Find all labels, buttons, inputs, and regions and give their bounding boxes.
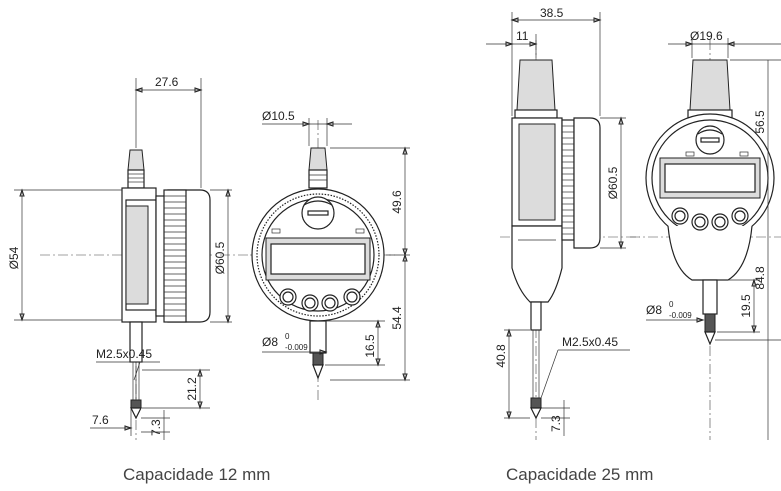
dim-84-8: 84.8 [753, 266, 767, 290]
dim-21-2: 21.2 [185, 377, 199, 401]
dim-11: 11 [516, 29, 529, 43]
side-view-25mm-dims: 38.5 11 Ø60.5 M2.5x0.45 40.8 7.3 [486, 6, 630, 436]
dim-54-4: 54.4 [390, 306, 404, 330]
bezel-knurl-25 [562, 125, 574, 235]
caption-25mm: Capacidade 25 mm [506, 465, 653, 484]
dim-thread-m2-5-right: M2.5x0.45 [562, 335, 618, 349]
bezel-knurl-12 [164, 195, 186, 317]
dim-56-5: 56.5 [753, 110, 767, 134]
dim-19-5: 19.5 [739, 294, 753, 318]
caption-12mm: Capacidade 12 mm [123, 465, 270, 484]
front-view-12mm-dims: Ø10.5 49.6 54.4 16.5 Ø8 0 -0.009 [262, 109, 410, 382]
dim-49-6: 49.6 [390, 190, 404, 214]
side-view-25mm [500, 40, 640, 440]
dim-16-5: 16.5 [363, 334, 377, 358]
dim-stem-dia-right: Ø8 [646, 303, 662, 317]
dim-thread-m2-5-left: M2.5x0.45 [96, 347, 152, 361]
side-view-12mm [40, 149, 250, 440]
dim-40-8: 40.8 [494, 344, 508, 368]
tol-upper-right: 0 [669, 300, 674, 309]
front-view-25mm-dims: Ø19.6 56.5 84.8 19.5 Ø8 0 -0.009 [646, 29, 781, 440]
tol-lower-right: -0.009 [669, 311, 692, 320]
dim-27-6: 27.6 [155, 75, 179, 89]
tol-upper-left: 0 [285, 332, 290, 341]
tol-lower-left: -0.009 [285, 343, 308, 352]
dim-7-6: 7.6 [92, 413, 109, 427]
side-view-12mm-dims: 27.6 Ø54 Ø60.5 M2.5x0.45 21.2 7.6 7.3 [7, 75, 232, 440]
dim-38-5: 38.5 [540, 6, 564, 20]
front-view-12mm [250, 120, 395, 400]
dim-stem-dia-left: Ø8 [262, 335, 278, 349]
dim-7-3-right: 7.3 [549, 415, 563, 432]
dim-dia-10-5: Ø10.5 [262, 109, 295, 123]
dim-dia-60-5-side: Ø60.5 [213, 241, 227, 274]
dim-7-3-left: 7.3 [149, 419, 163, 436]
front-view-25mm [630, 40, 781, 440]
dim-dia-54: Ø54 [7, 246, 21, 269]
dim-dia-60-5-right: Ø60.5 [606, 166, 620, 199]
dim-dia-19-6: Ø19.6 [690, 29, 723, 43]
